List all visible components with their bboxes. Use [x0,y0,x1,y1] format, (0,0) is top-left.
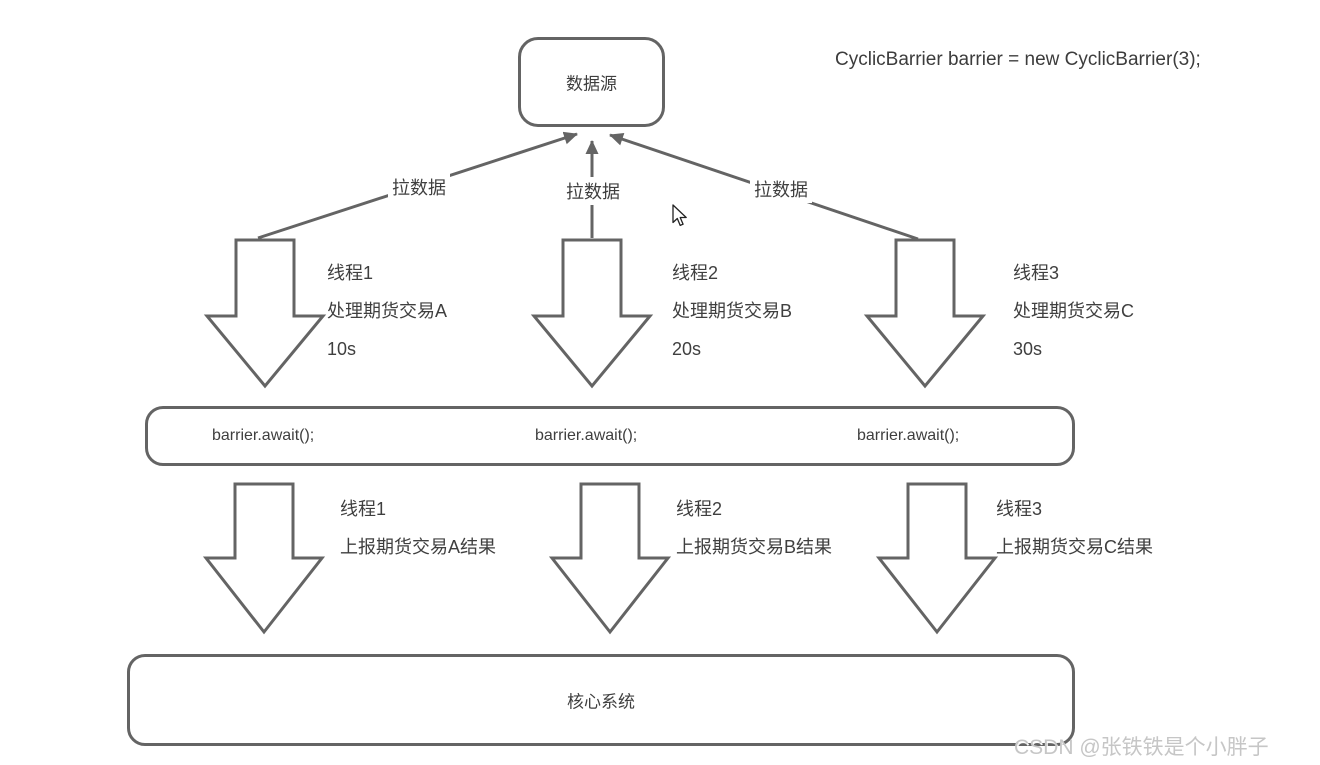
mouse-cursor-icon [672,204,687,227]
thread-task: 处理期货交易C [1013,301,1134,321]
barrier-await-call-2: barrier.await(); [535,427,638,444]
core-system-box: 核心系统 [127,654,1075,746]
thread-duration: 30s [1013,339,1043,359]
process-label-thread-1: 线程1 处理期货交易A 10s [327,254,447,368]
thread-task: 处理期货交易B [672,301,793,321]
thread-name: 线程1 [340,499,387,519]
barrier-await-call-1: barrier.await(); [212,427,315,444]
thread-name: 线程1 [327,263,374,283]
barrier-await-call-3: barrier.await(); [857,427,960,444]
data-source-label: 数据源 [566,74,617,94]
process-label-thread-2: 线程2 处理期货交易B 20s [672,254,792,368]
process-label-thread-3: 线程3 处理期货交易C 30s [1013,254,1134,368]
thread-task: 上报期货交易B结果 [676,537,833,557]
data-source-box: 数据源 [518,37,665,127]
big-arrow-process-3 [863,238,987,389]
pull-data-label-2: 拉数据 [562,177,624,205]
report-label-thread-2: 线程2 上报期货交易B结果 [676,490,832,566]
thread-duration: 10s [327,339,357,359]
big-arrow-report-2 [548,482,672,635]
thread-name: 线程3 [996,499,1043,519]
report-label-thread-3: 线程3 上报期货交易C结果 [996,490,1153,566]
thread-task: 上报期货交易C结果 [996,537,1153,557]
cyclicbarrier-code-text: CyclicBarrier barrier = new CyclicBarrie… [835,49,1201,70]
thread-task: 上报期货交易A结果 [340,537,497,557]
big-arrow-report-1 [202,482,326,635]
thread-name: 线程3 [1013,263,1060,283]
watermark-text: CSDN @张铁铁是个小胖子 [1014,736,1269,759]
thread-task: 处理期货交易A [327,301,448,321]
big-arrow-report-3 [875,482,999,635]
barrier-box: barrier.await(); barrier.await(); barrie… [145,406,1075,466]
pull-data-label-1: 拉数据 [388,173,450,201]
big-arrow-process-1 [203,238,327,389]
thread-duration: 20s [672,339,702,359]
thread-name: 线程2 [672,263,719,283]
report-label-thread-1: 线程1 上报期货交易A结果 [340,490,496,566]
thread-name: 线程2 [676,499,723,519]
core-system-label: 核心系统 [567,692,635,712]
pull-data-label-3: 拉数据 [750,175,812,203]
big-arrow-process-2 [530,238,654,389]
